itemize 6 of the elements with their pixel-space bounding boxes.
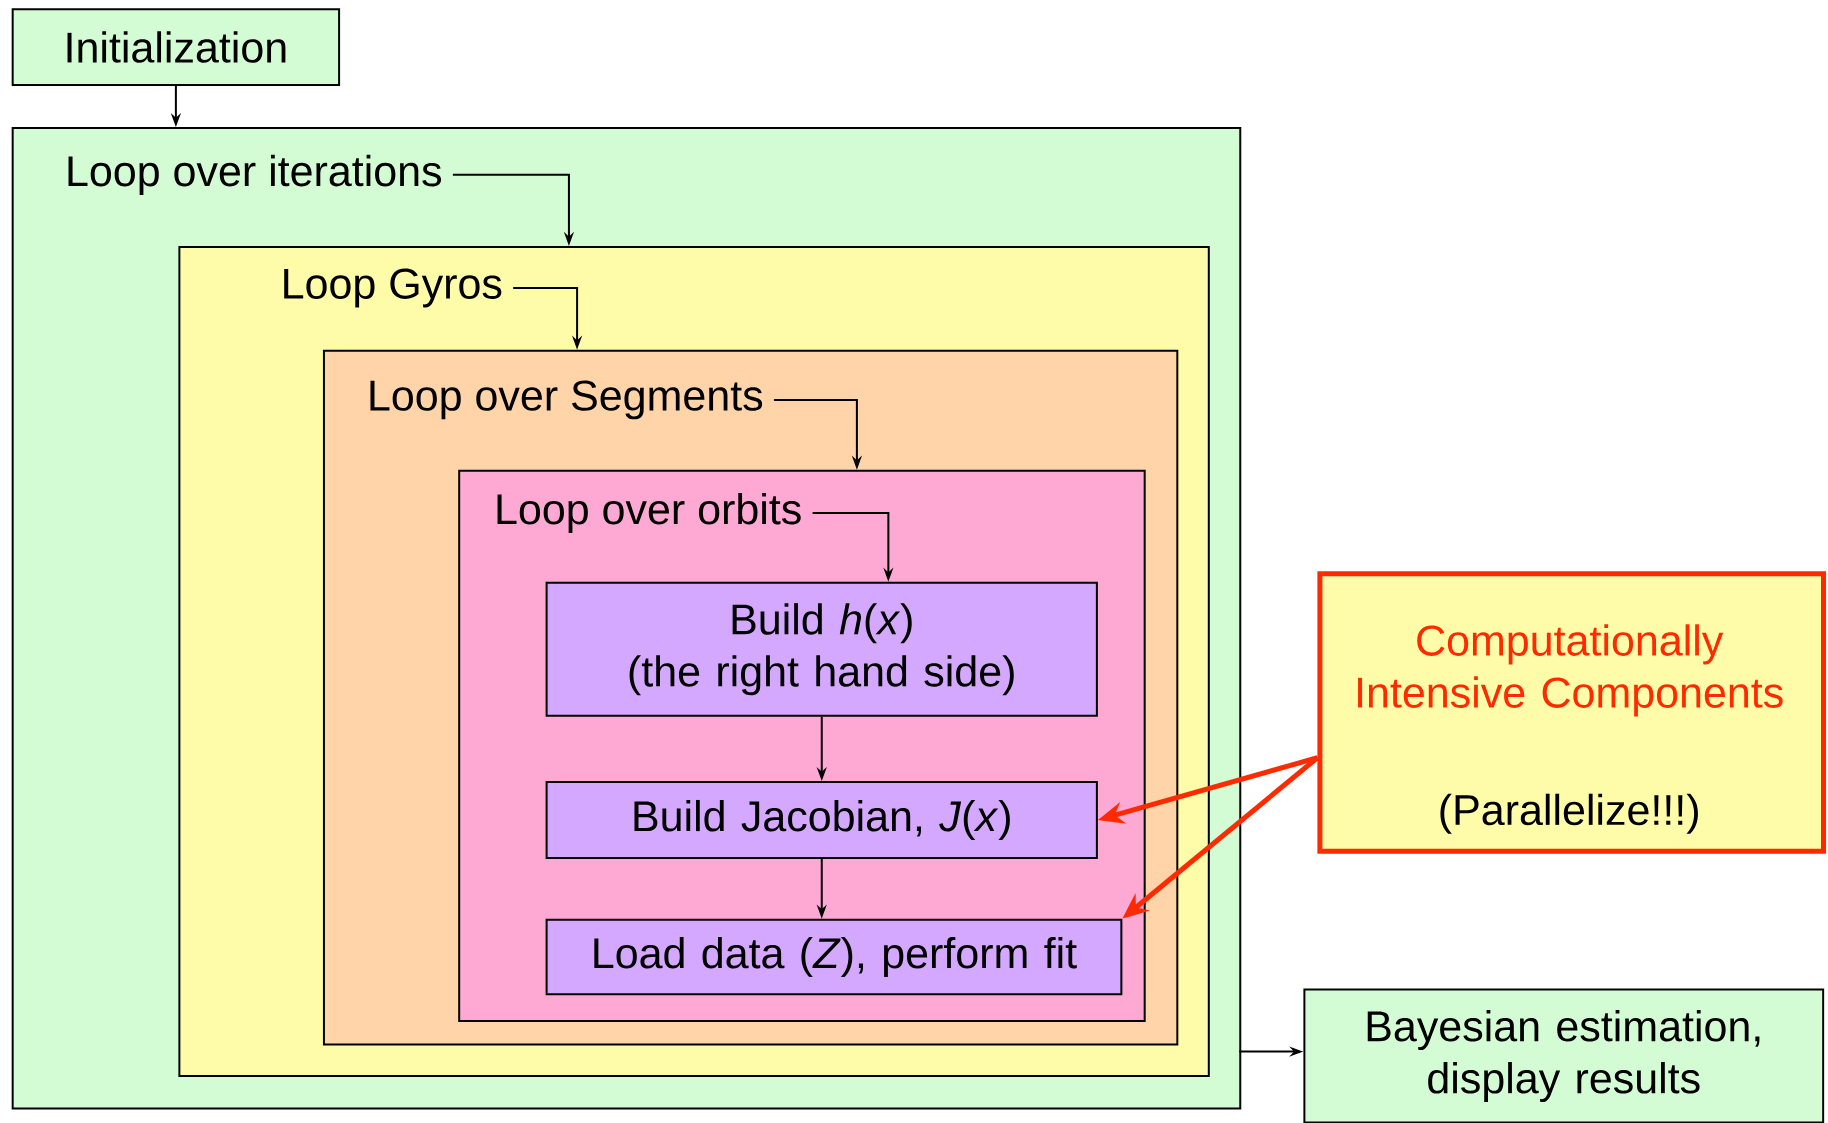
process-box: Load data (Z), perform fit: [545, 918, 1123, 996]
process-box: Initialization: [11, 8, 341, 86]
callout-box: Computationally Intensive Components (Parallelize!!!): [1317, 571, 1826, 854]
process-box: Build h(x) (the right hand side): [545, 581, 1098, 717]
process-box: Bayesian estimation, display results: [1303, 988, 1825, 1123]
process-box: Build Jacobian, J(x): [545, 781, 1098, 859]
